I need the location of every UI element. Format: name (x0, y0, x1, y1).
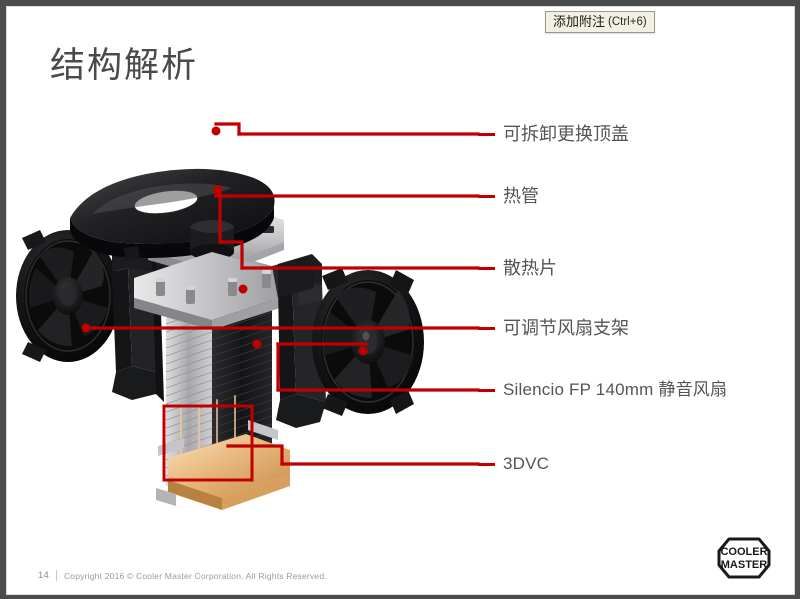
logo-line-2: MASTER (721, 559, 768, 571)
callout-dash-icon (478, 326, 495, 330)
copyright-text: Copyright 2016 © Cooler Master Corporati… (63, 570, 327, 581)
callout-adjustable-fan-bracket: 可调节风扇支架 (478, 315, 629, 341)
callout-dash-icon (478, 462, 495, 466)
page-title: 结构解析 (50, 46, 199, 85)
logo-line-1: COOLER (720, 546, 767, 558)
product-exploded-view (16, 102, 436, 522)
callout-label: 散热片 (503, 258, 557, 278)
add-note-tooltip[interactable]: 添加附注 (Ctrl+6) (545, 11, 655, 33)
callout-dash-icon (478, 132, 495, 136)
callout-silencio-fan: Silencio FP 140mm 静音风扇 (478, 377, 727, 403)
callout-label: 可拆卸更换顶盖 (503, 124, 629, 144)
slide-footer: 14 Copyright 2016 © Cooler Master Corpor… (38, 570, 327, 581)
slide-canvas: 添加附注 (Ctrl+6) 结构解析 可拆卸更换顶盖 热管 散热片 可调节风扇支… (6, 6, 795, 595)
callout-label: 可调节风扇支架 (503, 318, 629, 338)
callout-dash-icon (478, 266, 495, 270)
callout-heatpipe: 热管 (478, 183, 539, 209)
add-note-tooltip-shortcut: (Ctrl+6) (608, 15, 647, 28)
add-note-tooltip-label: 添加附注 (553, 13, 606, 29)
right-fan (312, 268, 424, 416)
callout-label: Silencio FP 140mm 静音风扇 (503, 380, 728, 399)
callout-dash-icon (478, 388, 495, 392)
footer-divider (55, 570, 57, 581)
cooler-master-logo: COOLER MASTER (715, 533, 773, 583)
callout-3dvc: 3DVC (478, 451, 549, 477)
window-frame-bottom (0, 595, 800, 599)
callout-label: 3DVC (503, 454, 550, 473)
callout-label: 热管 (503, 186, 539, 206)
page-number: 14 (38, 570, 49, 581)
window-frame-left (0, 6, 6, 599)
callout-heatsink-fins: 散热片 (478, 255, 557, 281)
window-frame-right (795, 6, 800, 599)
window-frame-top (0, 0, 800, 6)
callout-removable-top-cover: 可拆卸更换顶盖 (478, 121, 629, 147)
callout-dash-icon (478, 194, 495, 198)
